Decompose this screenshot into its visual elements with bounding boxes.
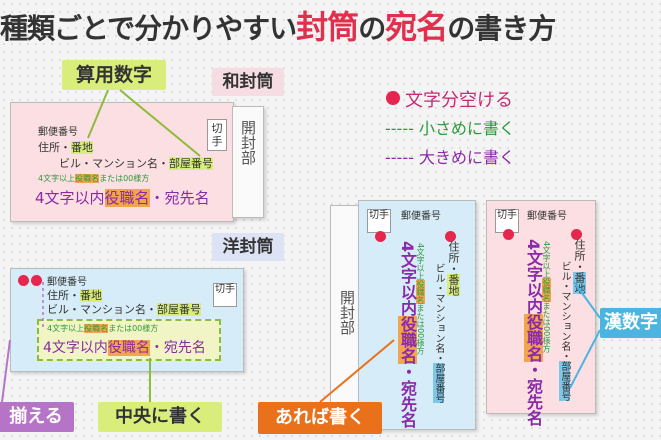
yofuto-zip: 郵便番号 xyxy=(47,277,87,288)
title-part5: の書き方 xyxy=(447,12,556,45)
v1-zip: 郵便番号 xyxy=(401,211,441,222)
yofuto-stamp: 切手 xyxy=(213,283,237,307)
v2-zip: 郵便番号 xyxy=(527,211,567,222)
label-chuo: 中央に書く xyxy=(98,402,222,432)
v2-bldg-col: ビル・マンション名・部屋番号 xyxy=(559,261,570,401)
wafuto-kaifu: 開封部 xyxy=(239,120,257,165)
wafuto-address: 住所・番地 xyxy=(38,139,93,155)
v1-name-col: 4文字以内役職名・宛先名 xyxy=(398,241,417,429)
wafuto-name-line: 4文字以内役職名・宛先名 xyxy=(35,187,210,208)
wafuto-zip: 郵便番号 xyxy=(38,127,78,138)
wafuto-name-yaku: 役職名 xyxy=(104,189,150,207)
legend-dot-text: 文字分空ける xyxy=(405,90,513,111)
yofuto-building: ビル・マンション名・部屋番号 xyxy=(47,301,201,317)
wafuto-addr-num: 番地 xyxy=(71,141,93,154)
wafuto-flap xyxy=(232,106,264,218)
legend-dot xyxy=(386,91,400,105)
yofuto-room: 部屋番号 xyxy=(157,303,201,316)
yofuto-small-line: 4文字以上役職名または00様方 xyxy=(47,323,158,334)
yofuto-envelope: 郵便番号 住所・番地 ビル・マンション名・部屋番号 4文字以上役職名または00様… xyxy=(10,268,244,372)
v1-bldg-col: ビル・マンション名・部屋番号 xyxy=(433,263,444,403)
yofuto-dot-1 xyxy=(18,275,29,286)
line-soroeru-2 xyxy=(1,339,11,403)
yofuto-address: 住所・番地 xyxy=(47,287,102,303)
wafuto-small-yaku: 役職名 xyxy=(75,174,100,183)
wafuto-addr-prefix: 住所・ xyxy=(38,141,71,154)
v2-dot-right xyxy=(571,229,582,240)
wafuto-small-post: または00様方 xyxy=(99,174,150,183)
yofuto-bldg: ビル・マンション名・ xyxy=(47,303,157,316)
v2-name-col: 4文字以内役職名・宛先名 xyxy=(524,239,543,427)
legend-large: ----- 大きめに書く xyxy=(385,148,515,167)
title-part3: の xyxy=(358,12,386,45)
v2-dot-left xyxy=(503,229,514,240)
wafuto-name-pre: 4文字以内 xyxy=(35,189,105,207)
label-yofuto: 洋封筒 xyxy=(212,233,284,261)
label-soroeru: 揃える xyxy=(0,402,74,432)
title-part1: 種類ごとで分かりやすい xyxy=(0,12,297,45)
yofuto-name-yaku: 役職名 xyxy=(107,340,150,356)
line-areba xyxy=(319,339,395,403)
line-sanyo-1 xyxy=(87,89,109,139)
wafuto-small-pre: 4文字以上 xyxy=(38,174,76,183)
wafuto-building: ビル・マンション名・部屋番号 xyxy=(59,155,213,171)
yofuto-small-yaku: 役職名 xyxy=(84,324,109,333)
yofuto-dot-2 xyxy=(31,275,42,286)
yofuto-small-post: または00様方 xyxy=(108,324,159,333)
yofuto-addr-num: 番地 xyxy=(80,289,102,302)
vertical-envelope-2: 切手 郵便番号 住所・番地 ビル・マンション名・部屋番号 4文字以上役職名または… xyxy=(486,200,596,426)
yofuto-name-pre: 4文字以内 xyxy=(43,340,108,356)
v2-addr-col: 住所・番地 xyxy=(573,239,586,294)
line-sanyo-2 xyxy=(119,89,201,157)
vertical-kaifu: 開封部 xyxy=(338,290,356,335)
wafuto-small-line: 4文字以上役職名または00様方 xyxy=(38,173,149,184)
wafuto-bldg: ビル・マンション名・ xyxy=(59,157,169,170)
yofuto-name-post: ・宛先名 xyxy=(149,340,206,356)
title-part4: 宛名 xyxy=(385,8,448,46)
v2-small-col: 4文字以上役職名または00様方 xyxy=(542,241,551,353)
wafuto-stamp: 切手 xyxy=(207,119,227,151)
line-kanji-2 xyxy=(569,329,601,389)
v1-small-col: 4文字以上役職名または00様方 xyxy=(416,243,425,355)
label-areba: あれば書く xyxy=(258,402,382,434)
wafuto-name-post: ・宛先名 xyxy=(149,189,210,207)
wafuto-envelope: 郵便番号 住所・番地 ビル・マンション名・部屋番号 4文字以上役職名または00様… xyxy=(10,102,234,222)
title-part2: 封筒 xyxy=(296,8,359,46)
v1-dot-right xyxy=(445,231,456,242)
vertical-envelope-1: 切手 郵便番号 住所・番地 ビル・マンション名・部屋番号 4文字以上役職名または… xyxy=(358,200,476,430)
line-kanji-1 xyxy=(573,281,601,319)
label-wafuto: 和封筒 xyxy=(212,68,284,96)
label-kanji: 漢数字 xyxy=(600,308,661,338)
yofuto-small-pre: 4文字以上 xyxy=(47,324,85,333)
v1-dot-left xyxy=(375,231,386,242)
label-sanyo: 算用数字 xyxy=(62,60,166,90)
yofuto-addr-prefix: 住所・ xyxy=(47,289,80,302)
v1-addr-col: 住所・番地 xyxy=(447,241,460,296)
page-title: 種類ごとで分かりやすい封筒の宛名の書き方 xyxy=(0,2,556,48)
yofuto-name-line: 4文字以内役職名・宛先名 xyxy=(43,337,206,357)
legend-small: ----- 小さめに書く xyxy=(385,119,515,138)
wafuto-room: 部屋番号 xyxy=(169,157,213,170)
